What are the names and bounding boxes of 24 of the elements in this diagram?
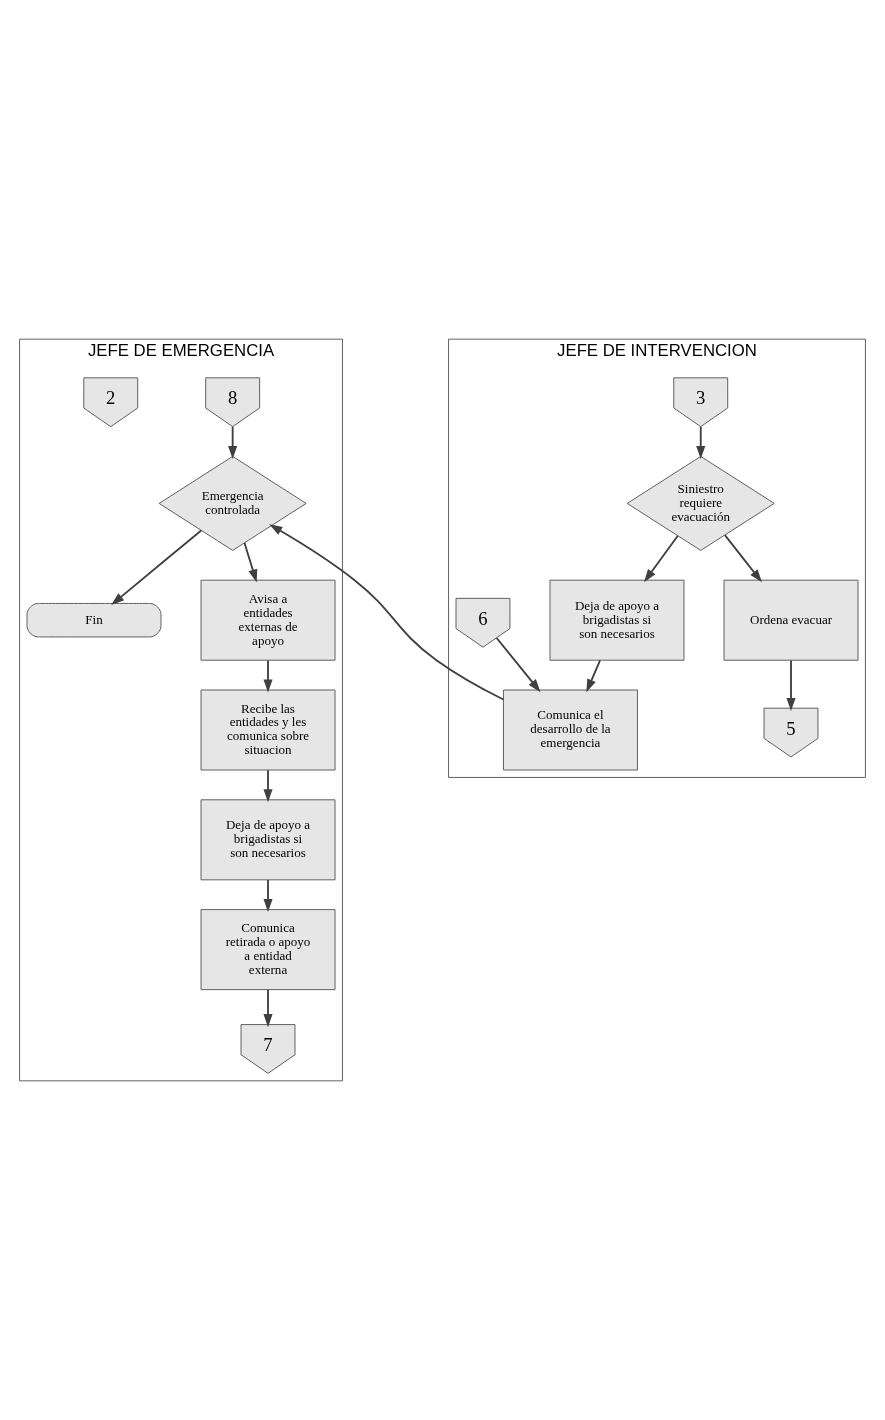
arrow [228, 425, 238, 459]
node-box: Ordena evacuar [723, 579, 859, 661]
node-box: Recibe las entidades y les comunica sobre situacion [200, 689, 336, 771]
arrow [263, 769, 273, 803]
arrow [263, 659, 273, 693]
arrow [243, 542, 258, 583]
arrow [724, 534, 762, 583]
node-box: Fin [26, 603, 162, 638]
node-box: Deja de apoyo a brigadistas si son necesarios [200, 799, 336, 881]
node-box: Comunica el desarrollo de la emergencia [503, 689, 638, 771]
arrow [644, 535, 679, 583]
node-diamond: Emergencia controlada [158, 455, 307, 551]
arrow [495, 637, 541, 693]
node-box: Avisa a entidades externas de apoyo [200, 579, 336, 661]
arrow [786, 659, 796, 711]
arrow [586, 659, 601, 693]
node-diamond: Siniestro requiere evacuación [626, 455, 775, 551]
arrow [269, 524, 505, 701]
arrow [263, 879, 273, 913]
arrow [111, 529, 203, 605]
node-box: Deja de apoyo a brigadistas si son necesarios [549, 579, 685, 661]
arrow [696, 425, 706, 459]
arrow [263, 988, 273, 1028]
node-box: Comunica retirada o apoyo a entidad externa [200, 909, 336, 991]
